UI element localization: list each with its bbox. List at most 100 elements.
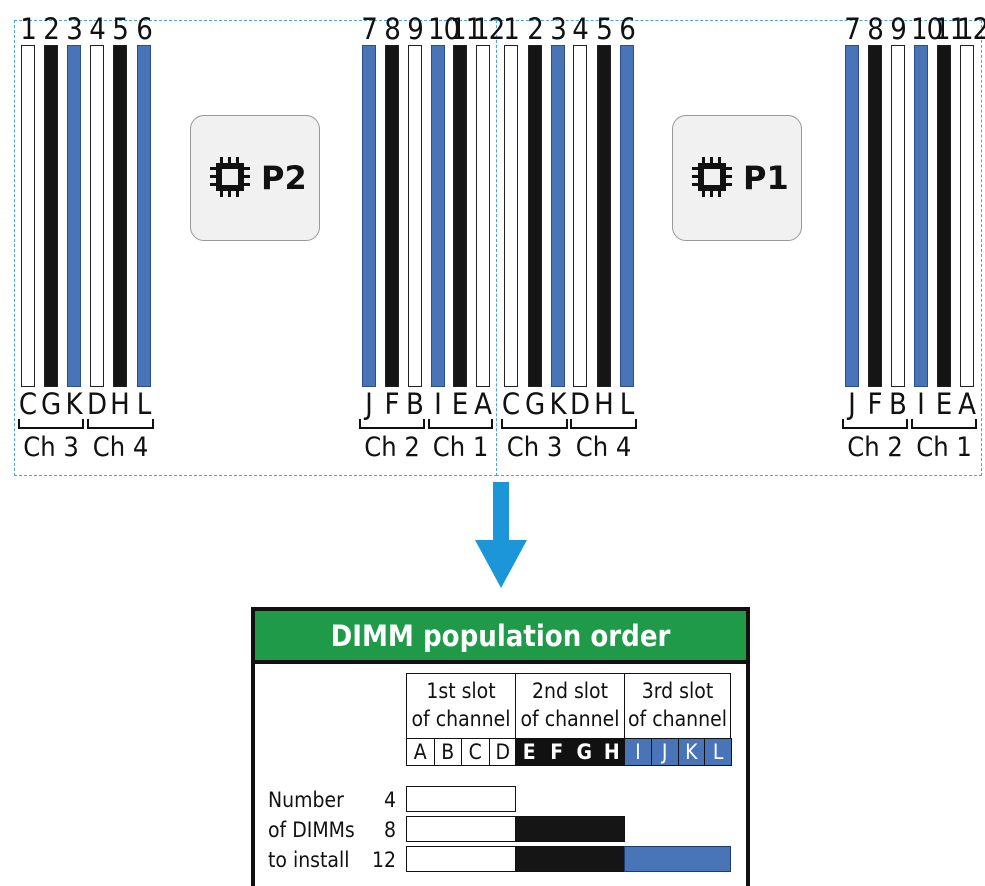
channel-bracket (501, 419, 568, 429)
dimm-slot-p2-3 (67, 45, 81, 387)
dimm-slot-p2-12 (476, 45, 490, 387)
dimm-slot-p2-6 (137, 45, 151, 387)
dimm-count: 4 (383, 788, 396, 812)
population-bar (515, 816, 625, 842)
slot-letter: K (549, 387, 567, 421)
dimm-slot-p2-8 (385, 45, 399, 387)
slot-number: 4 (89, 12, 106, 46)
processor-chip-icon (692, 157, 732, 197)
slot-letter: B (889, 387, 907, 421)
column-header-line-1: 2nd slot (531, 679, 609, 703)
slot-letter-cell: A (406, 738, 435, 766)
slot-letter: C (18, 387, 38, 421)
slot-letter-cell: C (461, 738, 490, 766)
dimm-slot-p1-7 (845, 45, 859, 387)
slot-letter: F (384, 387, 400, 421)
row-label-line-1: Number (268, 788, 344, 812)
column-header-line-2: of channel (411, 707, 511, 731)
dimm-slot-p2-2 (44, 45, 58, 387)
panel-title: DIMM population order (255, 611, 746, 664)
slot-letter: E (451, 387, 469, 421)
slot-letter: J (848, 387, 856, 421)
slot-number: 1 (503, 12, 520, 46)
slot-number: 4 (572, 12, 589, 46)
arrow-down-icon (475, 482, 527, 588)
slot-letter: J (365, 387, 373, 421)
dimm-slot-p1-10 (914, 45, 928, 387)
column-header-line-1: 1st slot (426, 679, 496, 703)
slot-letter: C (501, 387, 521, 421)
column-header-line-1: 3rd slot (641, 679, 714, 703)
slot-letter: G (525, 387, 546, 421)
population-bar (406, 786, 516, 812)
row-label-line-2: of DIMMs (268, 818, 355, 842)
dimm-slot-p2-9 (408, 45, 422, 387)
slot-letter-cell: J (650, 738, 679, 766)
channel-label: Ch 1 (916, 432, 972, 463)
slot-letter: H (594, 387, 614, 421)
slot-letter-cell: F (542, 738, 571, 766)
column-header: 2nd slot of channel (515, 673, 625, 739)
slot-letter: L (136, 387, 152, 421)
slot-number: 11 (450, 12, 482, 46)
slot-letter: K (65, 387, 83, 421)
cpu-p2: P2 (190, 115, 320, 241)
slot-number: 5 (596, 12, 613, 46)
dimm-slot-p2-10 (431, 45, 445, 387)
processor-chip-icon (210, 157, 250, 197)
dimm-slot-p2-1 (21, 45, 35, 387)
slot-number: 3 (66, 12, 83, 46)
dimm-slot-p1-5 (597, 45, 611, 387)
channel-label: Ch 3 (23, 432, 79, 463)
column-header-line-2: of channel (628, 707, 727, 731)
slot-letter: G (41, 387, 62, 421)
dimm-slot-p1-2 (528, 45, 542, 387)
slot-number: 8 (384, 12, 401, 46)
channel-label: Ch 4 (92, 432, 149, 463)
cpu-label-p1: P1 (743, 159, 789, 197)
slot-number: 6 (136, 12, 153, 46)
slot-number: 7 (361, 12, 378, 46)
slot-number: 12 (473, 12, 505, 46)
slot-letter-cell: D (488, 738, 517, 766)
channel-bracket (87, 419, 154, 429)
dimm-slot-p1-11 (937, 45, 951, 387)
slot-number: 1 (20, 12, 37, 46)
slot-number: 12 (957, 12, 985, 46)
slot-letter: B (406, 387, 424, 421)
dimm-slot-p1-9 (891, 45, 905, 387)
slot-letter-cell: B (433, 738, 462, 766)
dimm-slot-p1-3 (551, 45, 565, 387)
slot-number: 2 (43, 12, 60, 46)
channel-bracket (842, 419, 908, 429)
column-header-line-2: of channel (520, 707, 620, 731)
slot-letter-cell: G (570, 738, 599, 766)
slot-number: 8 (867, 12, 884, 46)
dimm-count: 8 (383, 818, 396, 842)
slot-letter-cell: L (704, 738, 732, 766)
slot-number: 10 (911, 12, 943, 46)
slot-number: 9 (890, 12, 907, 46)
slot-number: 11 (934, 12, 966, 46)
cpu-label-p2: P2 (261, 159, 307, 197)
slot-letter: D (570, 387, 591, 421)
row-label-line-3: to install (268, 848, 350, 872)
processor-p1-section (496, 20, 982, 476)
dimm-slot-p2-7 (362, 45, 376, 387)
population-bar (515, 846, 625, 872)
slot-number: 9 (407, 12, 424, 46)
slot-letter: I (434, 387, 442, 421)
slot-number: 7 (844, 12, 861, 46)
cpu-p1: P1 (672, 115, 802, 241)
slot-number: 2 (527, 12, 544, 46)
dimm-slot-p1-4 (573, 45, 587, 387)
dimm-slot-p1-1 (504, 45, 518, 387)
slot-number: 3 (550, 12, 567, 46)
slot-letter: L (619, 387, 635, 421)
dimm-slot-p1-6 (620, 45, 634, 387)
channel-label: Ch 1 (432, 432, 489, 463)
channel-bracket (359, 419, 425, 429)
channel-bracket (18, 419, 84, 429)
slot-number: 5 (112, 12, 129, 46)
dimm-slot-p2-5 (113, 45, 127, 387)
